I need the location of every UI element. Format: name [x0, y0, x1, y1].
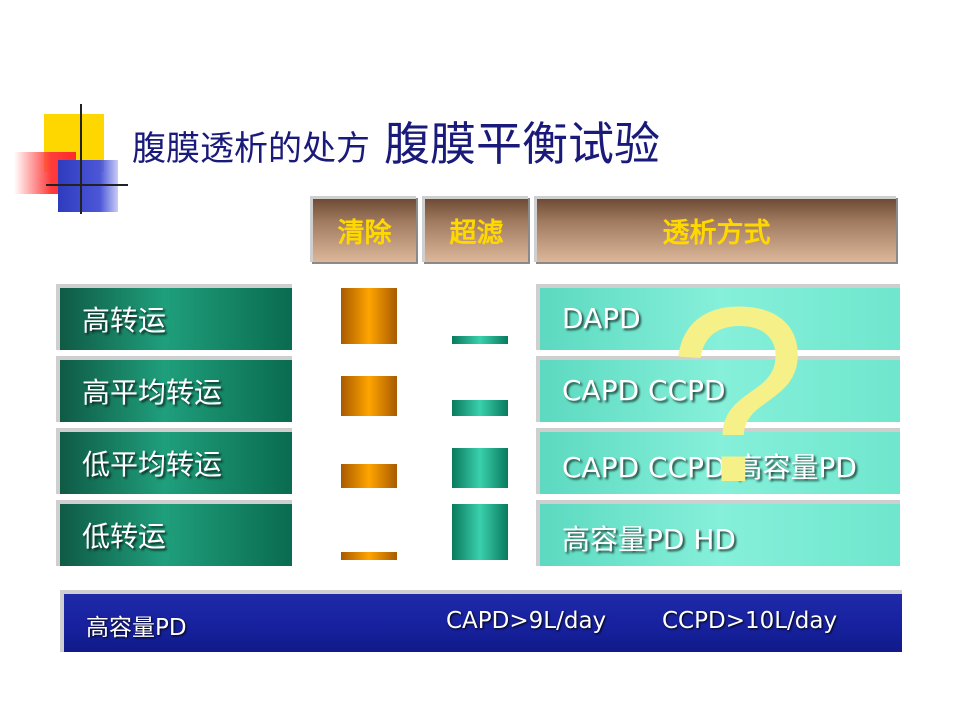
ultrafiltration-bar-low-average — [452, 448, 508, 488]
logo-blue-square — [58, 160, 118, 212]
mode-cell-low-transport: 高容量PD HD — [536, 500, 900, 566]
clearance-bar-high — [341, 288, 397, 344]
mode-cell-high-average-transport: CAPD CCPD — [536, 356, 900, 422]
footer-ccpd-volume: CCPD>10L/day — [662, 608, 838, 634]
header-clearance: 清除 — [310, 196, 416, 262]
footer-label: 高容量PD — [86, 615, 187, 641]
header-dialysis-mode: 透析方式 — [534, 196, 896, 262]
logo-horizontal-line — [46, 184, 128, 186]
header-ultrafiltration: 超滤 — [422, 196, 528, 262]
footer-band: 高容量PD CAPD>9L/day CCPD>10L/day — [60, 590, 902, 652]
row-label-low-transport: 低转运 — [56, 500, 292, 566]
logo-vertical-line — [80, 104, 82, 214]
footer-capd-volume: CAPD>9L/day — [446, 608, 607, 634]
row-label-low-average-transport: 低平均转运 — [56, 428, 292, 494]
clearance-bar-low — [341, 552, 397, 560]
row-label-high-transport: 高转运 — [56, 284, 292, 350]
mode-cell-low-average-transport: CAPD CCPD 高容量PD — [536, 428, 900, 494]
mode-cell-high-transport: DAPD — [536, 284, 900, 350]
row-label-high-average-transport: 高平均转运 — [56, 356, 292, 422]
ultrafiltration-bar-low — [452, 504, 508, 560]
slide-title: 腹膜透析的处方腹膜平衡试验 — [132, 108, 660, 174]
clearance-bar-high-average — [341, 376, 397, 416]
ultrafiltration-bar-high — [452, 336, 508, 344]
title-prefix: 腹膜透析的处方 — [132, 129, 370, 169]
clearance-bar-low-average — [341, 464, 397, 488]
ultrafiltration-bar-high-average — [452, 400, 508, 416]
title-main: 腹膜平衡试验 — [384, 117, 660, 171]
